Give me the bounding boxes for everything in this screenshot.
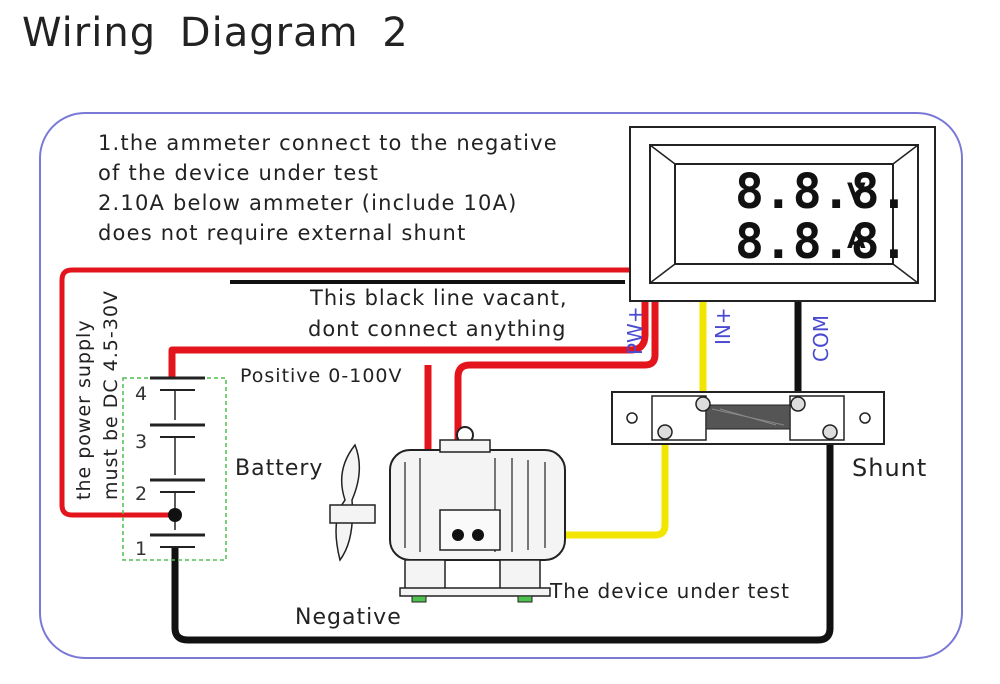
cell-number-2: 2 — [135, 483, 147, 505]
pin-label-pw: PW+ — [623, 306, 647, 355]
note-line-4: does not require external shunt — [98, 221, 467, 245]
power-supply-line-1: the power supply — [73, 319, 95, 500]
current-reading: 8.8.8. — [735, 214, 908, 270]
note-line-2: of the device under test — [98, 161, 379, 185]
red-wire-supply — [59, 267, 630, 518]
panel-meter: 8.8.8. 8.8.8. V A — [629, 126, 936, 302]
vacant-note-line-1: This black line vacant, — [309, 286, 568, 310]
pin-label-com: COM — [809, 315, 833, 362]
device-terminal-negative — [472, 529, 484, 541]
device-label: The device under test — [549, 579, 790, 603]
diagram-frame — [39, 112, 963, 659]
vacant-note-line-2: dont connect anything — [308, 317, 566, 341]
pin-label-in: IN+ — [711, 307, 735, 345]
voltage-reading: 8.8.8. — [735, 164, 908, 220]
battery-label: Battery — [235, 456, 323, 481]
cell-number-3: 3 — [135, 431, 147, 453]
positive-label: Positive 0-100V — [240, 365, 403, 387]
amp-unit: A — [847, 226, 866, 254]
negative-label: Negative — [295, 605, 402, 630]
battery: 4 3 2 1 — [122, 376, 227, 561]
battery-junction — [168, 508, 182, 522]
volt-unit: V — [847, 178, 866, 206]
page-title: Wiring Diagram 2 — [22, 10, 409, 56]
cell-number-1: 1 — [135, 538, 147, 560]
note-line-1: 1.the ammeter connect to the negative — [98, 131, 558, 155]
power-supply-line-2: must be DC 4.5-30V — [100, 290, 122, 500]
black-wire-negative — [171, 432, 834, 644]
device-terminal-positive — [452, 529, 464, 541]
note-line-3: 2.10A below ammeter (include 10A) — [98, 191, 518, 215]
red-wire-device — [454, 300, 659, 535]
yellow-wire-device — [478, 432, 669, 539]
red-wire-positive — [168, 300, 649, 378]
shunt — [611, 391, 885, 445]
cell-number-4: 4 — [135, 383, 147, 405]
motor-device — [329, 426, 566, 603]
shunt-label: Shunt — [852, 454, 927, 482]
